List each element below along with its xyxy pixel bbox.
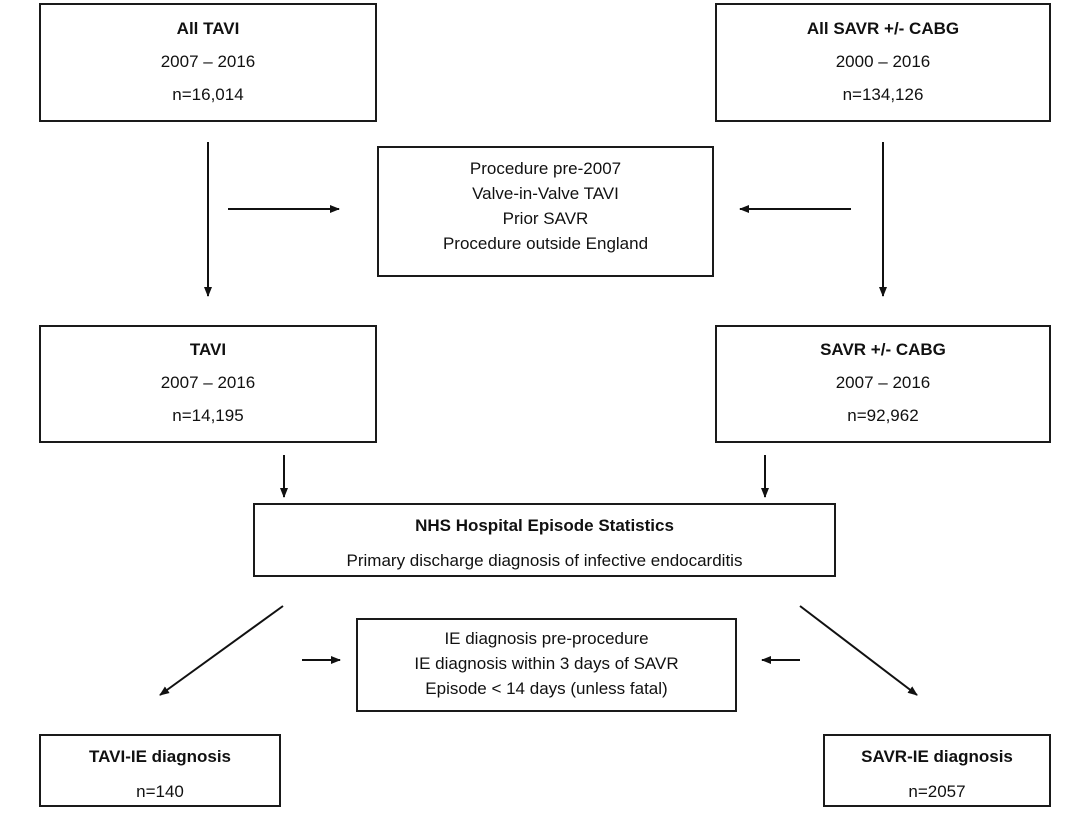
savr-ie-count: n=2057 <box>908 782 966 801</box>
exclusion-box-procedures: Procedure pre-2007 Valve-in-Valve TAVI P… <box>377 146 714 277</box>
tavi-count: n=14,195 <box>172 406 244 425</box>
tavi-ie-count: n=140 <box>136 782 184 801</box>
all-savr-count: n=134,126 <box>842 85 924 104</box>
tavi-title: TAVI <box>189 340 227 359</box>
exclusion-1-line-4: Procedure outside England <box>442 234 649 253</box>
all-savr-title: All SAVR +/- CABG <box>806 19 960 38</box>
savr-years: 2007 – 2016 <box>835 373 931 392</box>
all-savr-box: All SAVR +/- CABG 2000 – 2016 n=134,126 <box>715 3 1051 122</box>
savr-ie-title: SAVR-IE diagnosis <box>861 747 1013 766</box>
tavi-box: TAVI 2007 – 2016 n=14,195 <box>39 325 377 443</box>
exclusion-2-line-2: IE diagnosis within 3 days of SAVR <box>414 654 679 673</box>
exclusion-2-line-1: IE diagnosis pre-procedure <box>444 629 649 648</box>
savr-ie-box: SAVR-IE diagnosis n=2057 <box>823 734 1051 807</box>
tavi-ie-title: TAVI-IE diagnosis <box>89 747 231 766</box>
hes-subtitle: Primary discharge diagnosis of infective… <box>346 551 743 570</box>
all-tavi-years: 2007 – 2016 <box>160 52 256 71</box>
all-tavi-count: n=16,014 <box>172 85 244 104</box>
savr-box: SAVR +/- CABG 2007 – 2016 n=92,962 <box>715 325 1051 443</box>
savr-count: n=92,962 <box>847 406 919 425</box>
hes-box: NHS Hospital Episode Statistics Primary … <box>253 503 836 577</box>
exclusion-1-line-2: Valve-in-Valve TAVI <box>472 184 619 203</box>
savr-title: SAVR +/- CABG <box>820 340 946 359</box>
all-savr-years: 2000 – 2016 <box>835 52 931 71</box>
tavi-ie-box: TAVI-IE diagnosis n=140 <box>39 734 281 807</box>
all-tavi-box: All TAVI 2007 – 2016 n=16,014 <box>39 3 377 122</box>
arrow-hes-to-savr-ie <box>799 605 918 696</box>
tavi-years: 2007 – 2016 <box>160 373 256 392</box>
hes-title: NHS Hospital Episode Statistics <box>415 516 674 535</box>
exclusion-1-line-1: Procedure pre-2007 <box>469 159 622 178</box>
exclusion-1-line-3: Prior SAVR <box>502 209 589 228</box>
arrow-hes-to-tavi-ie <box>159 605 284 696</box>
all-tavi-title: All TAVI <box>176 19 240 38</box>
exclusion-box-ie: IE diagnosis pre-procedure IE diagnosis … <box>356 618 737 712</box>
exclusion-2-line-3: Episode < 14 days (unless fatal) <box>425 679 668 698</box>
